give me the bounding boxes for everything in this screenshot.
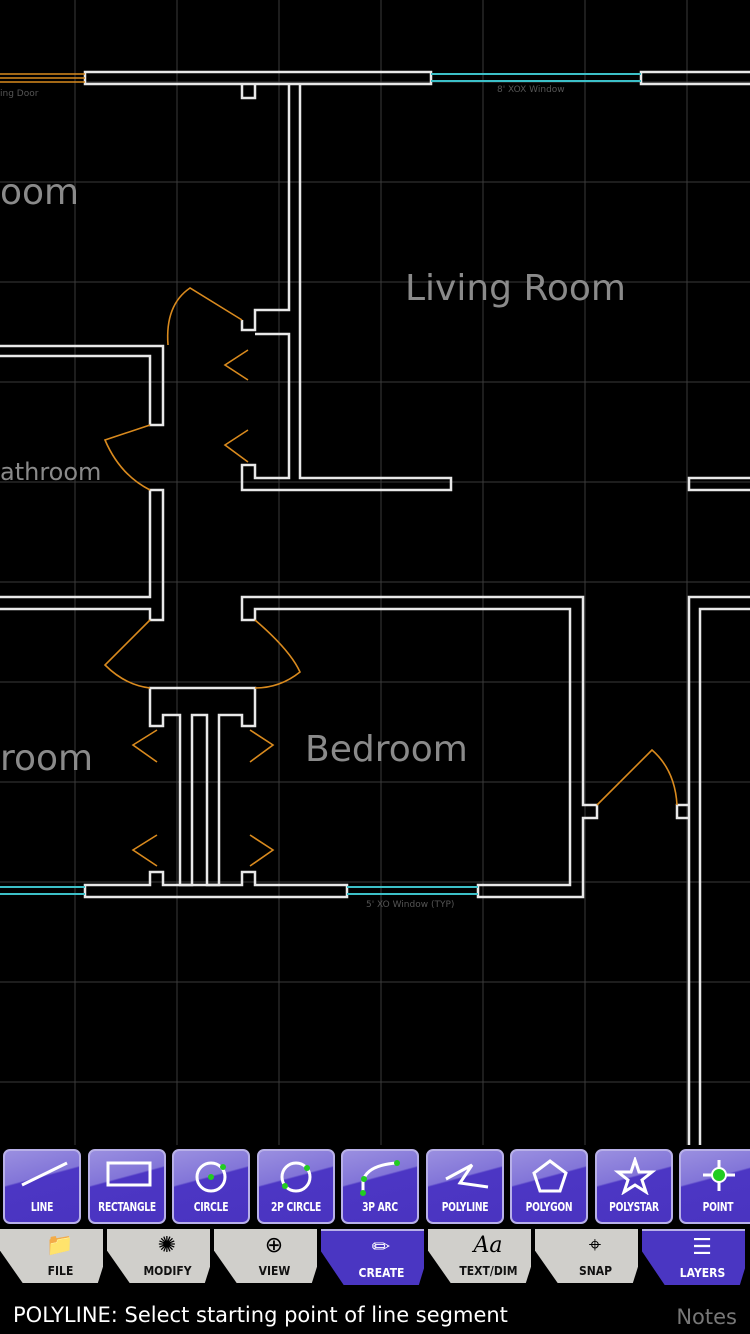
doors xyxy=(0,73,678,867)
circle-icon xyxy=(195,1161,227,1193)
three-point-arc-icon xyxy=(360,1160,400,1196)
polygon-icon xyxy=(532,1159,568,1193)
room-label: room xyxy=(0,738,94,779)
tab-label: MODIFY xyxy=(143,1264,192,1278)
zoom-icon: ⊕ xyxy=(264,1233,284,1258)
circle-tool-button[interactable]: CIRCLE xyxy=(172,1149,250,1224)
tab-modify[interactable]: ✺ MODIFY xyxy=(107,1229,210,1283)
point-tool-button[interactable]: POINT xyxy=(679,1149,750,1224)
drawing-canvas[interactable]: oom Living Room athroom room Bedroom ing… xyxy=(0,0,750,1145)
tool-label: LINE xyxy=(30,1200,54,1214)
door-label: ing Door xyxy=(0,89,39,99)
tab-layers[interactable]: ☰ LAYERS xyxy=(642,1229,745,1285)
tab-label: CREATE xyxy=(358,1266,405,1280)
snap-crosshair-icon: ⌖ xyxy=(588,1233,602,1258)
three-point-arc-tool-button[interactable]: 3P ARC xyxy=(341,1149,419,1224)
polygon-tool-button[interactable]: POLYGON xyxy=(510,1149,588,1224)
room-label: oom xyxy=(0,172,80,213)
tab-label: TEXT/DIM xyxy=(459,1264,518,1278)
star-icon xyxy=(613,1157,656,1195)
tool-label: POLYLINE xyxy=(441,1200,488,1214)
modify-icon: ✺ xyxy=(157,1233,177,1258)
tool-label: POLYGON xyxy=(525,1200,573,1214)
pencil-icon: ✏ xyxy=(371,1235,391,1260)
window-label: 8' XOX Window xyxy=(497,85,565,95)
walls xyxy=(0,70,750,1145)
tool-label: RECTANGLE xyxy=(97,1200,156,1214)
tab-view[interactable]: ⊕ VIEW xyxy=(214,1229,317,1283)
two-point-circle-icon xyxy=(280,1161,311,1193)
status-prompt: POLYLINE: Select starting point of line … xyxy=(13,1303,508,1327)
two-point-circle-tool-button[interactable]: 2P CIRCLE xyxy=(256,1149,335,1224)
polystar-tool-button[interactable]: POLYSTAR xyxy=(594,1149,673,1224)
text-icon: Aa xyxy=(473,1233,503,1258)
floor-plan xyxy=(0,0,750,1145)
line-tool-button[interactable]: LINE xyxy=(3,1149,81,1224)
tool-label: CIRCLE xyxy=(193,1200,229,1214)
layers-icon: ☰ xyxy=(692,1235,712,1260)
rectangle-tool-button[interactable]: RECTANGLE xyxy=(87,1149,166,1224)
grid xyxy=(0,0,750,1145)
point-icon xyxy=(703,1160,735,1191)
line-icon xyxy=(21,1161,68,1187)
tab-label: FILE xyxy=(47,1264,74,1278)
room-label-living-room: Living Room xyxy=(405,268,626,309)
tab-label: LAYERS xyxy=(679,1266,726,1280)
tool-label: POINT xyxy=(702,1200,734,1214)
tab-label: VIEW xyxy=(258,1264,291,1278)
tool-label: POLYSTAR xyxy=(608,1200,659,1214)
tab-create[interactable]: ✏ CREATE xyxy=(321,1229,424,1285)
tab-snap[interactable]: ⌖ SNAP xyxy=(535,1229,638,1283)
tool-label: 3P ARC xyxy=(362,1200,398,1214)
polyline-tool-button[interactable]: POLYLINE xyxy=(425,1149,504,1224)
polyline-icon xyxy=(444,1163,488,1189)
tab-file[interactable]: 📁 FILE xyxy=(0,1229,103,1283)
notes-button[interactable]: Notes xyxy=(676,1305,737,1329)
tool-label: 2P CIRCLE xyxy=(270,1200,321,1214)
room-label-bedroom: Bedroom xyxy=(305,729,468,770)
rectangle-icon xyxy=(106,1161,151,1187)
folder-icon: 📁 xyxy=(46,1233,74,1258)
create-toolbar: LINE RECTANGLE CIRCLE 2P CIRCLE 3P ARC P… xyxy=(3,1149,750,1227)
window-label: 5' XO Window (TYP) xyxy=(366,900,455,910)
tab-label: SNAP xyxy=(578,1264,613,1278)
room-label-bathroom: athroom xyxy=(0,458,102,486)
windows xyxy=(0,73,641,895)
